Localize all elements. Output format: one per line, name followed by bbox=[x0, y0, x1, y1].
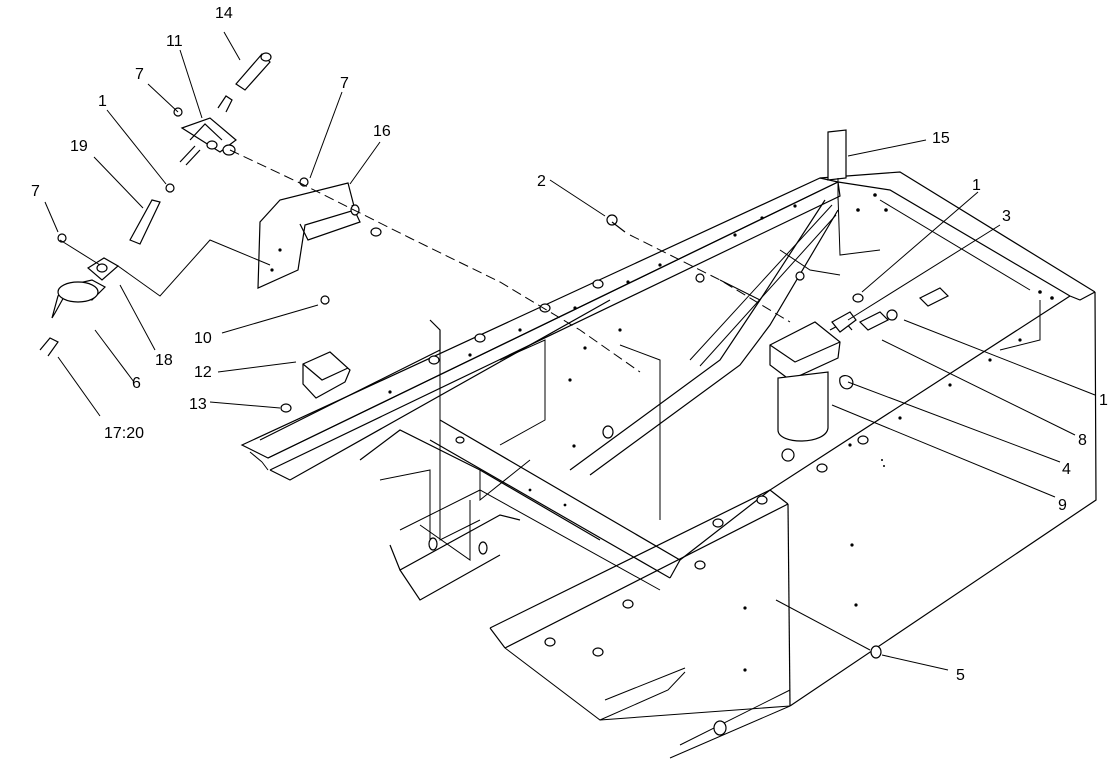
fuel-pump-11 bbox=[173, 107, 237, 166]
explosion-lines bbox=[59, 149, 871, 651]
callout-7: 7 bbox=[135, 66, 144, 83]
callout-5: 5 bbox=[956, 667, 965, 684]
callout-1: 1 bbox=[98, 93, 107, 110]
hose-15 bbox=[827, 129, 847, 181]
water-separator-9 bbox=[769, 321, 854, 462]
fittings-1-3-8 bbox=[831, 287, 950, 333]
callout-6: 6 bbox=[132, 375, 141, 392]
bracket-16 bbox=[257, 177, 382, 289]
callout-10: 10 bbox=[194, 330, 212, 347]
callout-11: 11 bbox=[166, 33, 183, 50]
chassis-frame bbox=[240, 171, 1097, 759]
callout-9: 9 bbox=[1058, 497, 1067, 514]
callout-14: 14 bbox=[215, 5, 233, 22]
callout-16: 16 bbox=[373, 123, 391, 140]
callout-15: 15 bbox=[932, 130, 950, 147]
callout-19: 19 bbox=[70, 138, 88, 155]
callout-8: 8 bbox=[1078, 432, 1087, 449]
callout-13: 13 bbox=[189, 396, 207, 413]
connector-12 bbox=[280, 295, 351, 413]
leader-lines bbox=[44, 31, 1096, 671]
callout-17-20: 17:20 bbox=[104, 425, 144, 442]
fuel-filter-6 bbox=[39, 183, 175, 357]
callout-4: 4 bbox=[1062, 461, 1071, 478]
frame-studs bbox=[428, 279, 869, 657]
callout-18: 18 bbox=[155, 352, 173, 369]
callout-1: 1 bbox=[1099, 392, 1108, 409]
callout-1: 1 bbox=[972, 177, 981, 194]
callout-labels: 14 11 7 7 16 1 19 7 18 6 17:20 10 12 13 … bbox=[31, 5, 1108, 684]
callout-7: 7 bbox=[340, 75, 349, 92]
bolts bbox=[606, 214, 882, 659]
callout-7: 7 bbox=[31, 183, 40, 200]
callout-12: 12 bbox=[194, 364, 212, 381]
callout-3: 3 bbox=[1002, 208, 1011, 225]
callout-2: 2 bbox=[537, 173, 546, 190]
frame-holes bbox=[388, 193, 1054, 736]
hose-14 bbox=[217, 52, 272, 113]
